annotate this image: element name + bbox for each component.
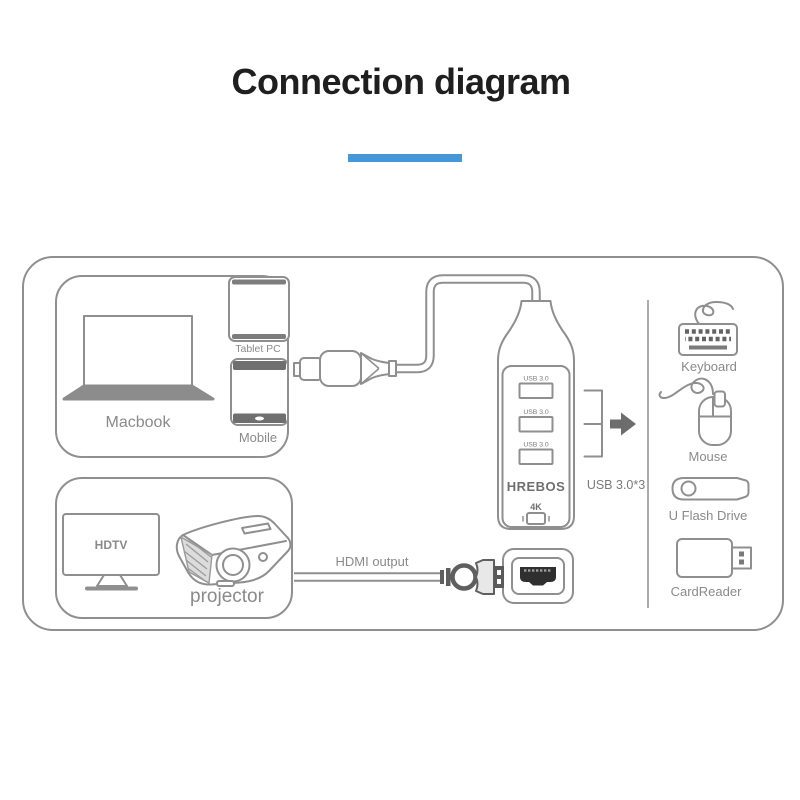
usb-port-3-label: USB 3.0 [523,442,549,449]
usb-count-note: USB 3.0*3 [587,478,645,492]
projector-label: projector [190,586,265,607]
flash-drive-label: U Flash Drive [669,508,748,523]
usb-c-connector-icon [293,350,397,387]
card-reader-label: CardReader [671,584,742,599]
mouse-icon [658,377,732,446]
projector-lens [215,547,251,583]
hub-4k-badge: 4K [530,502,542,512]
right-arrow-icon [610,412,636,436]
peripheral-card-reader: CardReader [671,538,752,599]
display-devices-box: HDTV projector [55,477,293,619]
peripheral-keyboard: Keyboard [678,301,738,374]
keyboard-label: Keyboard [681,359,737,374]
usb-port-3 [518,448,554,465]
source-devices-box: Macbook Tablet PC Mobile [55,275,290,458]
hdtv-label: HDTV [95,538,128,552]
usb-port-2 [518,416,554,433]
usb-flash-drive-icon [671,477,750,501]
hdmi-output-label: HDMI output [336,554,409,569]
mini-hdmi-port-icon [522,512,550,525]
peripheral-flash-drive: U Flash Drive [669,477,750,523]
usb-port-1-label: USB 3.0 [523,376,549,383]
macbook-label: Macbook [106,414,172,431]
macbook-icon [62,315,215,401]
keyboard-icon [678,301,738,356]
usb-c-cable [391,274,541,374]
usb-port-2-label: USB 3.0 [523,409,549,416]
peripheral-mouse: Mouse [658,377,732,464]
mobile-label: Mobile [239,430,277,445]
mouse-label: Mouse [688,449,727,464]
card-reader-icon [676,538,752,578]
usb-ports-bracket [583,389,636,458]
usb-hub-device: USB 3.0 USB 3.0 USB 3.0 HREBOS 4K [497,300,575,530]
hdtv-icon [62,513,160,591]
title-accent-underline [348,154,462,162]
mobile-phone-icon [230,358,289,426]
projector-hatching [183,539,212,581]
diagram-frame [22,256,784,631]
page-title: Connection diagram [231,61,570,102]
hdmi-port-icon [502,548,574,604]
projector-icon [175,514,292,587]
hdmi-plug-icon [440,559,504,595]
tablet-pc-icon [228,276,290,342]
usb-port-1 [518,382,554,399]
hub-brand-logo: HREBOS [507,479,566,494]
tablet-pc-label: Tablet PC [235,343,281,355]
